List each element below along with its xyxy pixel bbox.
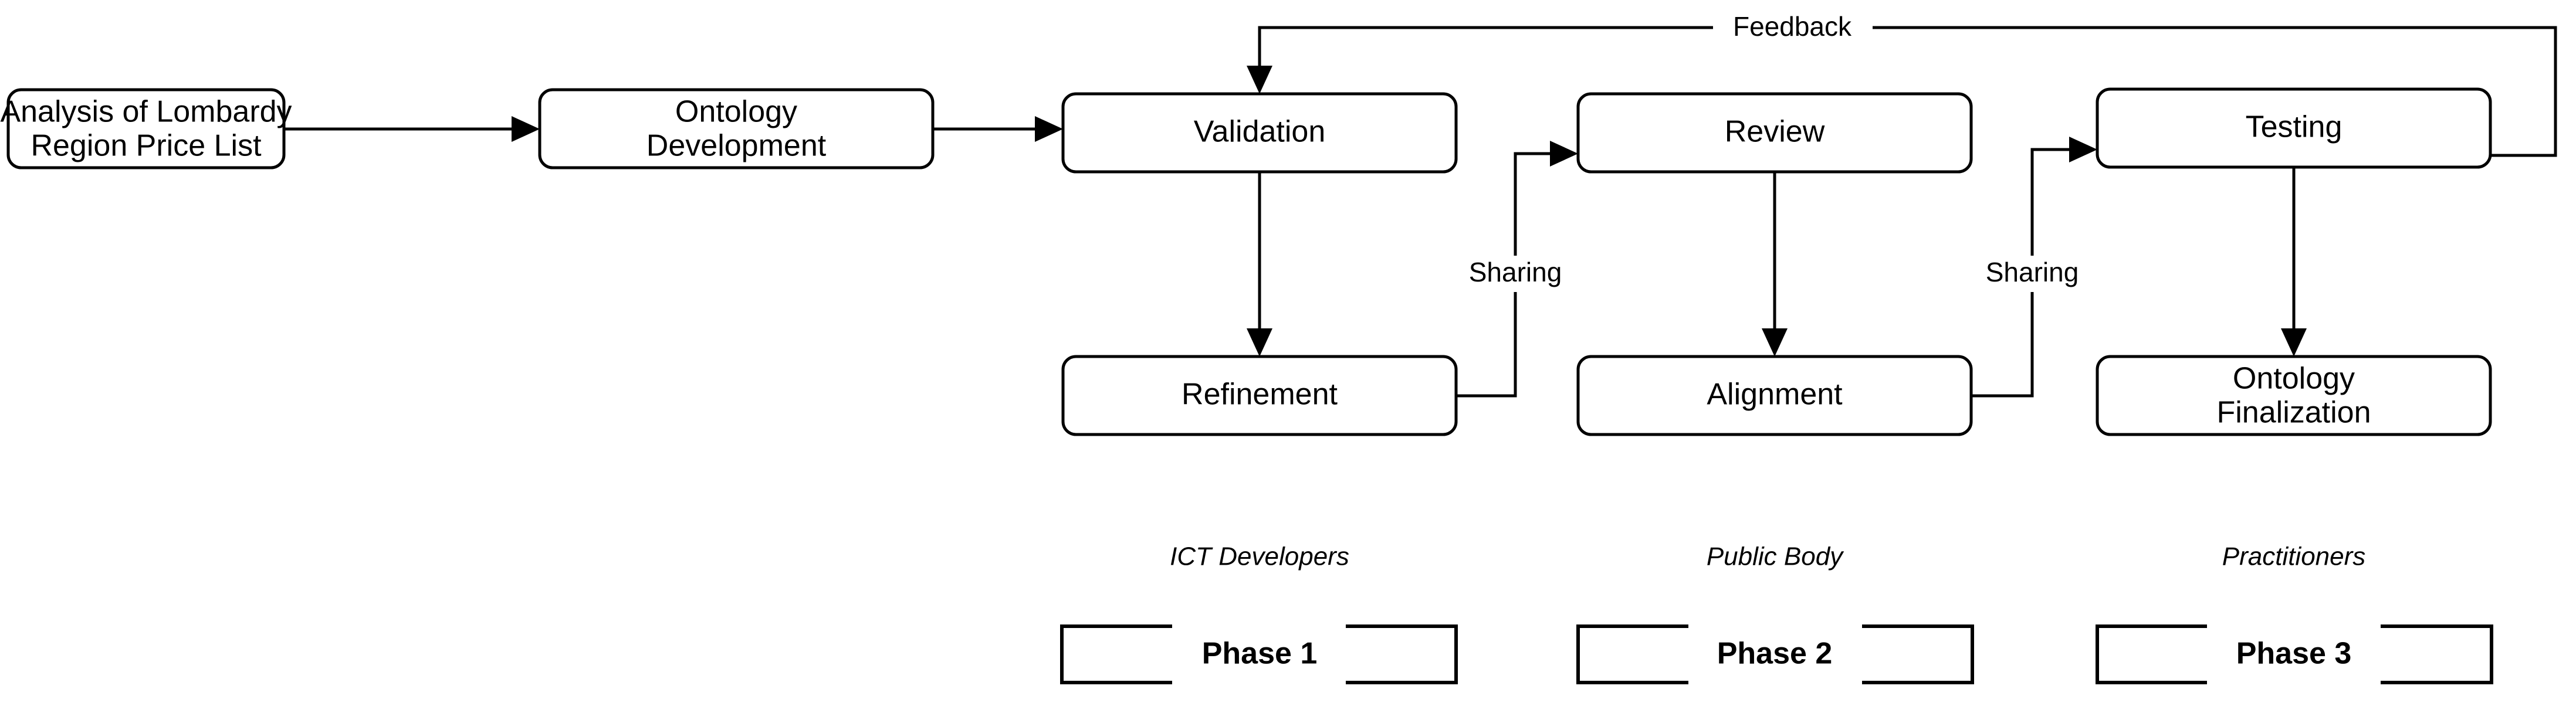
- node-alignment[interactable]: Alignment: [1576, 355, 1973, 436]
- node-ontology-development-label-line1: Ontology: [675, 95, 797, 129]
- phase-2-group: Phase 2: [1576, 617, 1974, 692]
- label-mask: [1449, 256, 1582, 292]
- node-analysis[interactable]: Analysis of Lombardy Region Price List: [0, 88, 292, 169]
- node-box[interactable]: [1576, 92, 1973, 174]
- actor-label-public-body: Public Body: [1707, 542, 1844, 571]
- edge-analysis-to-development: [284, 116, 540, 142]
- node-ontology-finalization-label-line2: Finalization: [2216, 396, 2371, 430]
- arrow-head-icon: [2281, 328, 2307, 357]
- edge-label-sharing-2-text: Sharing: [1986, 257, 2079, 287]
- node-validation[interactable]: Validation: [1061, 92, 1458, 174]
- edge-label-sharing-1: Sharing: [1449, 256, 1582, 292]
- edge-label-feedback-text: Feedback: [1733, 11, 1852, 42]
- edge-testing-to-validation-feedback: [1247, 26, 2557, 157]
- edge-label-sharing-2: Sharing: [1966, 256, 2098, 292]
- edge-line: [1258, 26, 2557, 157]
- node-ontology-development[interactable]: Ontology Development: [538, 88, 935, 169]
- edge-testing-to-finalization: [2281, 167, 2307, 357]
- node-box[interactable]: [1576, 355, 1973, 436]
- node-alignment-label: Alignment: [1707, 378, 1843, 412]
- arrow-head-icon: [512, 116, 540, 142]
- node-box[interactable]: [2096, 355, 2492, 436]
- node-box[interactable]: [1061, 355, 1458, 436]
- edge-development-to-validation: [933, 116, 1063, 142]
- edge-label-feedback: Feedback: [1713, 9, 1873, 46]
- phase-2-label-mask: [1688, 617, 1862, 692]
- node-box[interactable]: [2096, 87, 2492, 169]
- node-review[interactable]: Review: [1576, 92, 1973, 174]
- phase-1-label: Phase 1: [1202, 637, 1318, 671]
- edge-validation-to-refinement: [1247, 172, 1272, 357]
- edge-label-sharing-1-text: Sharing: [1469, 257, 1562, 287]
- phase-2-label: Phase 2: [1717, 637, 1833, 671]
- label-mask: [1713, 9, 1873, 46]
- arrow-head-icon: [1247, 328, 1272, 357]
- phase-1-label-mask: [1172, 617, 1346, 692]
- node-refinement[interactable]: Refinement: [1061, 355, 1458, 436]
- arrow-head-icon: [1247, 66, 1272, 94]
- phase-3-group: Phase 3: [2096, 617, 2493, 692]
- node-analysis-label-line1: Analysis of Lombardy: [0, 95, 292, 129]
- phase-3-label-mask: [2207, 617, 2381, 692]
- phase-1-group: Phase 1: [1060, 617, 1458, 692]
- node-testing-label: Testing: [2246, 110, 2343, 144]
- node-validation-label: Validation: [1194, 115, 1326, 149]
- node-testing[interactable]: Testing: [2096, 87, 2492, 169]
- node-box[interactable]: [1061, 92, 1458, 174]
- arrow-head-icon: [1762, 328, 1788, 357]
- node-ontology-finalization-label-line1: Ontology: [2233, 362, 2355, 396]
- node-ontology-finalization[interactable]: Ontology Finalization: [2096, 355, 2492, 436]
- node-analysis-label-line2: Region Price List: [31, 129, 262, 163]
- node-box[interactable]: [538, 88, 935, 169]
- edge-review-to-alignment: [1762, 172, 1788, 357]
- node-box[interactable]: [6, 88, 286, 169]
- node-review-label: Review: [1725, 115, 1825, 149]
- node-refinement-label: Refinement: [1182, 378, 1338, 412]
- arrow-head-icon: [2069, 137, 2097, 162]
- actor-label-ict-developers: ICT Developers: [1170, 542, 1349, 571]
- phase-3-label: Phase 3: [2236, 637, 2352, 671]
- arrow-head-icon: [1035, 116, 1063, 142]
- label-mask: [1966, 256, 2098, 292]
- actor-label-practitioners: Practitioners: [2222, 542, 2366, 571]
- node-ontology-development-label-line2: Development: [646, 129, 827, 163]
- arrow-head-icon: [1550, 141, 1578, 167]
